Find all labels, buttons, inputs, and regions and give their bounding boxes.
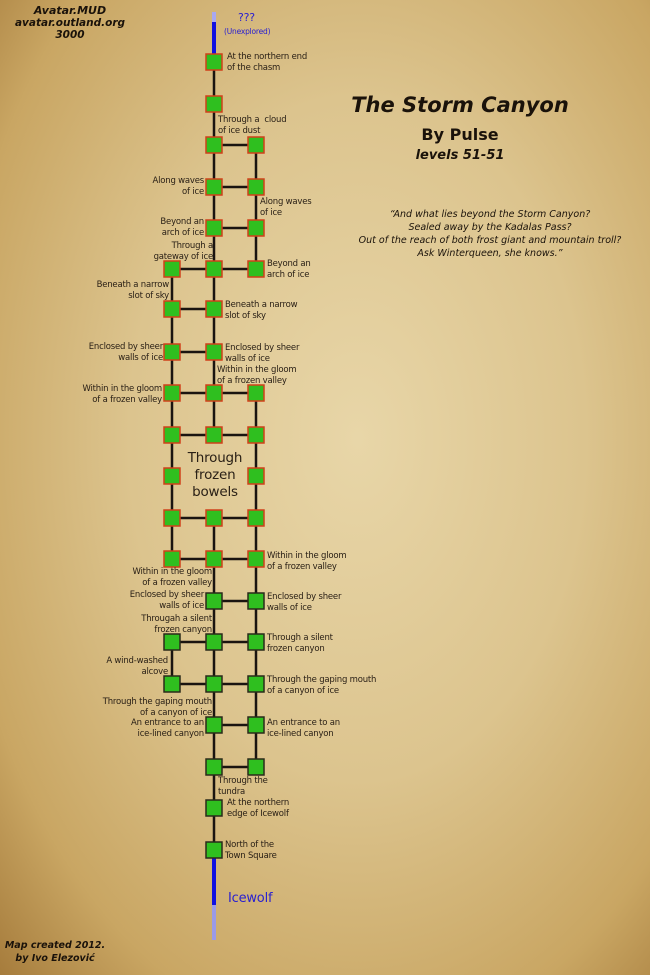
room-node: [205, 716, 223, 734]
room-node: [205, 384, 223, 402]
room-label: Through a gateway of ice: [153, 241, 214, 262]
room-node: [247, 550, 265, 568]
quote-line: “And what lies beyond the Storm Canyon?: [389, 209, 591, 220]
room-label: Beneath a narrow slot of sky: [225, 300, 298, 321]
room-label: At the northern end of the chasm: [227, 52, 308, 73]
room-label: Within in the gloom of a frozen valley: [82, 384, 163, 405]
exit-south-label: Icewolf: [228, 891, 273, 906]
room-label: Through the tundra: [218, 776, 268, 797]
room-node: [163, 426, 181, 444]
room-node: [205, 95, 223, 113]
room-node: [205, 219, 223, 237]
room-node: [163, 675, 181, 693]
room-label: North of the Town Square: [225, 840, 277, 861]
room-node: [205, 675, 223, 693]
quote-line: Ask Winterqueen, she knows.”: [417, 248, 563, 259]
room-node: [205, 300, 223, 318]
room-node: [163, 467, 181, 485]
room-node: [247, 426, 265, 444]
room-label: Enclosed by sheer walls of ice: [129, 590, 204, 611]
room-label: Througah a silent frozen canyon: [141, 614, 212, 635]
map-author: By Pulse: [421, 125, 499, 144]
server-name: Avatar.MUD: [33, 4, 107, 17]
room-node: [163, 550, 181, 568]
room-node: [205, 799, 223, 817]
room-label: Enclosed by sheer walls of ice: [267, 592, 342, 613]
room-node: [163, 260, 181, 278]
room-node: [163, 384, 181, 402]
room-node: [247, 758, 265, 776]
exit-north-note: (Unexplored): [224, 27, 271, 36]
room-node: [247, 467, 265, 485]
room-node: [205, 633, 223, 651]
room-label: Enclosed by sheer walls of ice: [88, 342, 163, 363]
exit-north-label: ???: [238, 11, 255, 24]
room-label: Beyond an arch of ice: [160, 217, 204, 238]
room-node: [247, 716, 265, 734]
map-levels: levels 51-51: [415, 148, 505, 163]
room-node: [205, 841, 223, 859]
room-node: [247, 136, 265, 154]
quote-line: Sealed away by the Kadalas Pass?: [408, 222, 572, 233]
room-label-large: Through frozen bowels: [187, 450, 243, 500]
room-node: [163, 509, 181, 527]
room-node: [205, 758, 223, 776]
room-label: Through the gaping mouth of a canyon of …: [267, 675, 377, 696]
room-node: [163, 633, 181, 651]
room-node: [205, 592, 223, 610]
room-label: An entrance to an ice-lined canyon: [267, 718, 340, 739]
room-node: [205, 136, 223, 154]
room-label: Through the gaping mouth of a canyon of …: [102, 697, 212, 718]
room-node: [247, 675, 265, 693]
room-node: [247, 592, 265, 610]
quote-line: Out of the reach of both frost giant and…: [358, 235, 622, 246]
room-label: Within in the gloom of a frozen valley: [217, 365, 297, 386]
room-label: A wind-washed alcove: [106, 656, 168, 677]
room-node: [247, 384, 265, 402]
room-label: Within in the gloom of a frozen valley: [132, 567, 213, 588]
room-node: [205, 509, 223, 527]
room-label: Beneath a narrow slot of sky: [96, 280, 170, 301]
room-node: [205, 426, 223, 444]
room-node: [163, 343, 181, 361]
room-node: [163, 300, 181, 318]
room-label: Enclosed by sheer walls of ice: [225, 343, 300, 364]
room-node: [205, 260, 223, 278]
server-address: avatar.outland.org 3000: [14, 17, 126, 41]
room-label: Along waves of ice: [152, 176, 204, 197]
room-label: An entrance to an ice-lined canyon: [131, 718, 204, 739]
room-node: [205, 53, 223, 71]
room-node: [247, 260, 265, 278]
room-node: [247, 509, 265, 527]
room-label: Within in the gloom of a frozen valley: [267, 551, 347, 572]
room-node: [247, 219, 265, 237]
room-node: [247, 633, 265, 651]
room-label: At the northern edge of Icewolf: [227, 798, 290, 819]
room-node: [205, 550, 223, 568]
room-label: Beyond an arch of ice: [267, 259, 311, 280]
map-title: The Storm Canyon: [351, 93, 569, 117]
room-node: [205, 178, 223, 196]
footer-author: by Ivo Elezović: [15, 953, 95, 964]
room-label: Through a silent frozen canyon: [267, 633, 333, 654]
room-label: Through a cloud of ice dust: [218, 115, 287, 136]
room-node: [247, 178, 265, 196]
room-label: Along waves of ice: [260, 197, 312, 218]
quote: “And what lies beyond the Storm Canyon? …: [330, 208, 650, 260]
room-node: [205, 343, 223, 361]
footer-created: Map created 2012.: [4, 940, 106, 951]
